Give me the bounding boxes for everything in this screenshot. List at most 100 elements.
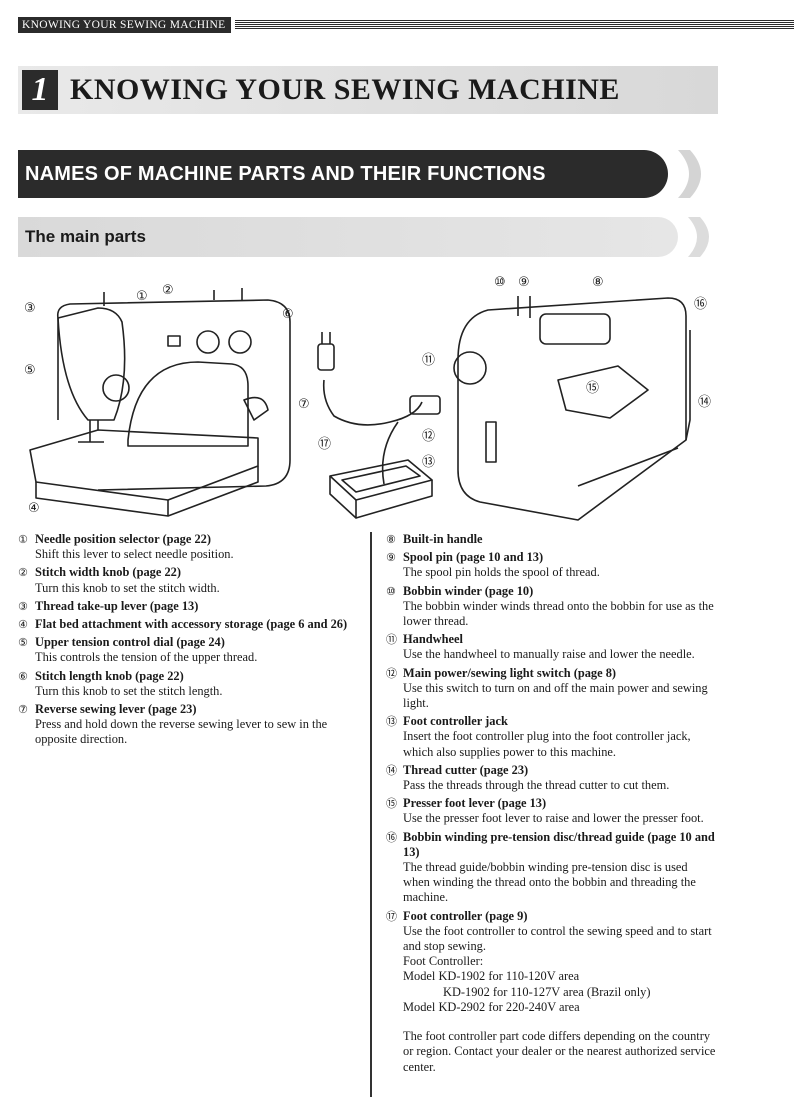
list-item: ⑤ Upper tension control dial (page 24)Th…: [18, 635, 358, 665]
list-item: ⑦ Reverse sewing lever (page 23)Press an…: [18, 702, 358, 748]
item-number: ⑮: [386, 797, 397, 811]
item-title: Bobbin winding pre-tension disc/thread g…: [403, 829, 715, 859]
item-title: Handwheel: [403, 632, 463, 647]
sewing-machine-illustration: ① ② ③ ④ ⑤ ⑥ ⑦ ⑧ ⑨ ⑩ ⑪ ⑫ ⑬ ⑭ ⑮ ⑯ ⑰: [24, 275, 711, 521]
callout-11: ⑪: [422, 353, 435, 368]
item-title: Thread take-up lever (page 13): [35, 598, 199, 613]
subsection-banner: The main parts: [18, 217, 678, 257]
item-number: ①: [18, 533, 28, 546]
list-item: ④ Flat bed attachment with accessory sto…: [18, 617, 358, 632]
item-number: ⑰: [386, 909, 397, 923]
running-header: KNOWING YOUR SEWING MACHINE: [18, 14, 794, 36]
parts-list-right: ⑧ Built-in handle ⑨ Spool pin (page 10 a…: [386, 532, 716, 1078]
item-number: ⑧: [386, 533, 396, 546]
item-number: ⑯: [386, 830, 397, 844]
model-line: Model KD-2902 for 220-240V area: [403, 999, 580, 1014]
item-desc: Turn this knob to set the stitch width.: [35, 580, 220, 595]
item-desc: Press and hold down the reverse sewing l…: [35, 717, 328, 747]
item-desc: Use the foot controller to control the s…: [403, 923, 712, 954]
chapter-heading: 1 KNOWING YOUR SEWING MACHINE: [18, 66, 718, 114]
item-desc: This controls the tension of the upper t…: [35, 650, 258, 665]
callout-13: ⑬: [422, 455, 435, 470]
item-desc: Use this switch to turn on and off the m…: [403, 680, 708, 711]
item-number: ⑭: [386, 763, 397, 777]
foot-controller-heading: Foot Controller:: [403, 954, 484, 969]
item-number: ⑪: [386, 633, 397, 647]
callout-7: ⑦: [298, 397, 310, 412]
foot-controller-note: The foot controller part code differs de…: [403, 1029, 716, 1074]
item-title: Stitch length knob (page 22): [35, 668, 184, 683]
item-number: ⑩: [386, 584, 396, 598]
callout-16: ⑯: [694, 297, 707, 312]
callout-3: ③: [24, 301, 36, 316]
item-number: ⑤: [18, 636, 28, 650]
item-desc: The bobbin winder winds thread onto the …: [403, 598, 714, 629]
item-title: Built-in handle: [403, 532, 483, 546]
callout-1: ①: [136, 289, 148, 304]
list-item: ⑮ Presser foot lever (page 13)Use the pr…: [386, 796, 716, 826]
model-line: Model KD-1902 for 110-120V area: [403, 969, 580, 984]
item-number: ⑦: [18, 703, 28, 717]
item-title: Spool pin (page 10 and 13): [403, 550, 544, 565]
item-desc: Use the presser foot lever to raise and …: [403, 811, 704, 826]
callout-12: ⑫: [422, 429, 435, 444]
item-desc: Shift this lever to select needle positi…: [35, 547, 234, 562]
list-item: ⑯ Bobbin winding pre-tension disc/thread…: [386, 830, 716, 906]
item-title: Flat bed attachment with accessory stora…: [35, 617, 348, 632]
item-number: ⑫: [386, 666, 397, 680]
callout-6: ⑥: [282, 307, 294, 322]
chapter-title: KNOWING YOUR SEWING MACHINE: [70, 73, 620, 106]
item-desc: Turn this knob to set the stitch length.: [35, 683, 223, 698]
item-desc: Insert the foot controller plug into the…: [403, 729, 691, 759]
chapter-number: 1: [22, 70, 58, 110]
model-line: KD-1902 for 110-127V area (Brazil only): [443, 984, 651, 999]
list-item: ⑨ Spool pin (page 10 and 13)The spool pi…: [386, 550, 716, 580]
section-banner: NAMES OF MACHINE PARTS AND THEIR FUNCTIO…: [18, 150, 668, 198]
column-divider: [370, 532, 372, 1097]
item-title: Thread cutter (page 23): [403, 762, 529, 777]
item-title: Upper tension control dial (page 24): [35, 635, 225, 650]
callout-4: ④: [28, 501, 40, 516]
list-item: ⑭ Thread cutter (page 23)Pass the thread…: [386, 763, 716, 793]
list-item: ⑥ Stitch length knob (page 22)Turn this …: [18, 669, 358, 699]
item-title: Foot controller jack: [403, 714, 508, 729]
item-number: ⑬: [386, 715, 397, 729]
parts-list-left: ① Needle position selector (page 22)Shif…: [18, 532, 358, 751]
list-item-foot-controller: ⑰ Foot controller (page 9) Use the foot …: [386, 909, 716, 1075]
item-number: ③: [18, 599, 28, 613]
item-title: Foot controller (page 9): [403, 908, 528, 923]
list-item: ① Needle position selector (page 22)Shif…: [18, 532, 358, 562]
subsection-title: The main parts: [25, 227, 146, 246]
item-title: Stitch width knob (page 22): [35, 565, 181, 580]
item-number: ②: [18, 566, 28, 580]
item-number: ⑥: [18, 669, 28, 683]
item-desc: The thread guide/bobbin winding pre-tens…: [403, 860, 696, 905]
section-title: NAMES OF MACHINE PARTS AND THEIR FUNCTIO…: [25, 162, 546, 185]
item-desc: Pass the threads through the thread cutt…: [403, 778, 670, 793]
callout-10: ⑩: [494, 275, 506, 290]
callout-9: ⑨: [518, 275, 530, 290]
running-header-text: KNOWING YOUR SEWING MACHINE: [18, 17, 232, 33]
list-item: ⑧ Built-in handle: [386, 532, 716, 547]
callout-14: ⑭: [698, 395, 711, 410]
callout-15: ⑮: [586, 381, 599, 396]
item-desc: Use the handwheel to manually raise and …: [403, 647, 695, 662]
callout-8: ⑧: [592, 275, 604, 290]
list-item: ③ Thread take-up lever (page 13): [18, 599, 358, 614]
item-number: ⑨: [386, 551, 396, 565]
item-desc: The spool pin holds the spool of thread.: [403, 565, 600, 580]
running-header-rule: [235, 20, 794, 30]
list-item: ② Stitch width knob (page 22)Turn this k…: [18, 565, 358, 595]
item-title: Main power/sewing light switch (page 8): [403, 665, 617, 680]
foot-controller-models: Foot Controller: Model KD-1902 for 110-1…: [403, 954, 716, 1015]
item-title: Bobbin winder (page 10): [403, 583, 534, 598]
callout-5: ⑤: [24, 363, 36, 378]
item-title: Presser foot lever (page 13): [403, 796, 547, 811]
item-title: Needle position selector (page 22): [35, 532, 211, 546]
callout-17: ⑰: [318, 437, 331, 452]
chevron-right-icon: [678, 150, 701, 198]
list-item: ⑩ Bobbin winder (page 10)The bobbin wind…: [386, 584, 716, 630]
chevron-right-icon: [688, 217, 709, 257]
